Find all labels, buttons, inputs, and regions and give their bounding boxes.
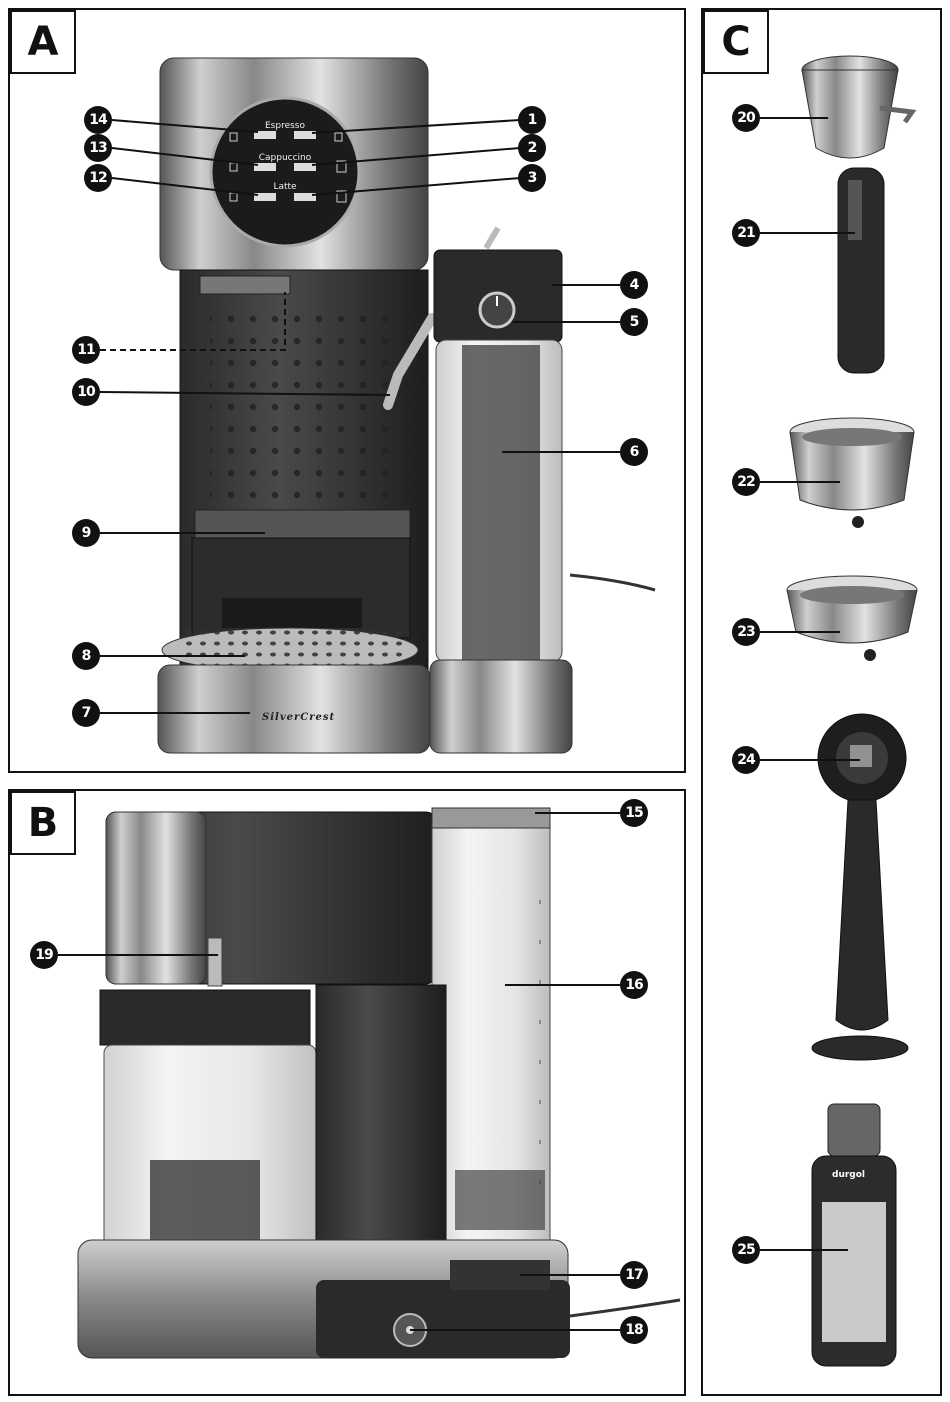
callout-17: 17 — [620, 1261, 648, 1289]
callout-18: 18 — [620, 1316, 648, 1344]
leader-lines — [58, 117, 860, 1331]
callout-20: 20 — [732, 104, 760, 132]
panel-label-a: A — [10, 10, 76, 74]
cappuccino-button-right[interactable] — [294, 163, 316, 171]
callout-9: 9 — [72, 519, 100, 547]
bottle-brand: durgol — [832, 1170, 865, 1180]
latte-button-left[interactable] — [254, 193, 276, 201]
callout-5: 5 — [620, 308, 648, 336]
callout-2: 2 — [518, 134, 546, 162]
cappuccino-label: Cappuccino — [258, 153, 312, 163]
callout-23: 23 — [732, 618, 760, 646]
filter-holder — [801, 55, 917, 374]
filter-insert-double — [789, 417, 915, 528]
panel-label-c: C — [703, 10, 769, 74]
brand-logo: SilverCrest — [262, 712, 336, 723]
callout-1: 1 — [518, 106, 546, 134]
leader-line-12 — [111, 177, 259, 196]
latte-label: Latte — [273, 182, 297, 192]
descaler-bottle — [811, 1103, 897, 1367]
callout-8: 8 — [72, 642, 100, 670]
rotary-knob[interactable] — [478, 291, 516, 329]
callout-7: 7 — [72, 699, 100, 727]
leader-line-11 — [100, 292, 286, 351]
leader-line-3 — [311, 177, 521, 196]
callout-3: 3 — [518, 164, 546, 192]
espresso-label: Espresso — [264, 121, 305, 131]
cup-icon — [336, 160, 347, 173]
filter-insert-single — [786, 575, 918, 661]
callout-16: 16 — [620, 971, 648, 999]
callout-10: 10 — [72, 378, 100, 406]
espresso-button-left[interactable] — [254, 131, 276, 139]
leader-line-14 — [111, 119, 259, 133]
callout-25: 25 — [732, 1236, 760, 1264]
leader-line-2 — [311, 147, 521, 166]
measuring-spoon-tamper — [811, 713, 909, 1061]
callout-24: 24 — [732, 746, 760, 774]
control-panel — [209, 96, 361, 248]
leader-line-13 — [111, 147, 259, 166]
cup-icon — [334, 132, 343, 142]
cup-icon — [229, 132, 238, 142]
callout-13: 13 — [84, 134, 112, 162]
callout-21: 21 — [732, 219, 760, 247]
callout-12: 12 — [84, 164, 112, 192]
leader-line-1 — [311, 119, 521, 134]
espresso-button-right[interactable] — [294, 131, 316, 139]
cappuccino-button-left[interactable] — [254, 163, 276, 171]
accessories — [786, 55, 918, 1367]
latte-button-right[interactable] — [294, 193, 316, 201]
callout-19: 19 — [30, 941, 58, 969]
cup-icon — [336, 190, 347, 203]
machine-front — [157, 57, 656, 754]
callout-6: 6 — [620, 438, 648, 466]
callout-14: 14 — [84, 106, 112, 134]
callout-4: 4 — [620, 271, 648, 299]
callout-15: 15 — [620, 799, 648, 827]
machine-back — [77, 807, 681, 1359]
panel-label-b: B — [10, 791, 76, 855]
callout-11: 11 — [72, 336, 100, 364]
callout-22: 22 — [732, 468, 760, 496]
leader-line-10 — [99, 391, 391, 396]
